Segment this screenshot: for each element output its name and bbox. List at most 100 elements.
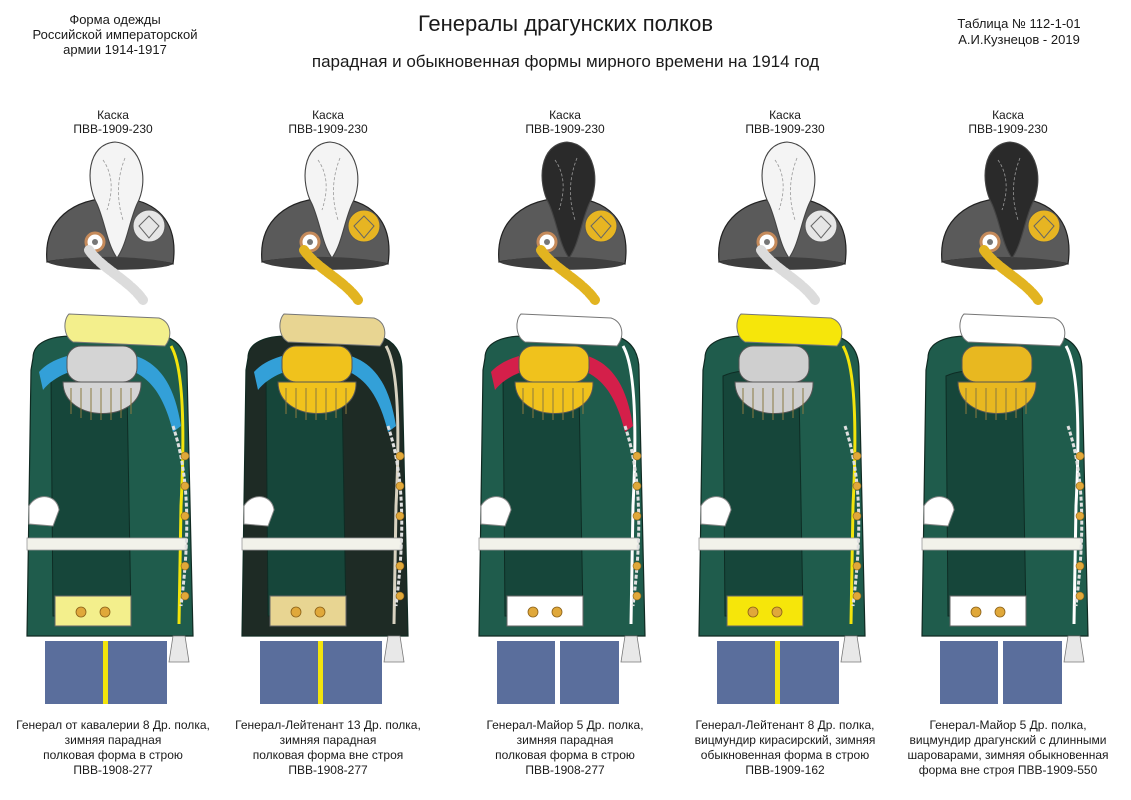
helmet-rim <box>47 256 173 270</box>
helmet-label-line: ПВВ-1909-230 <box>288 122 368 136</box>
cockade-center <box>307 239 313 245</box>
tunic-button-icon <box>1075 561 1085 571</box>
chin-scales <box>536 245 600 305</box>
helmet-label-line: ПВВ-1909-230 <box>968 122 1048 136</box>
figure-caption-line: полковая форма в строю <box>495 748 635 762</box>
trouser-stripe <box>318 641 323 704</box>
corner-right-note: Таблица № 112-1-01 А.И.Кузнецов - 2019 <box>929 16 1109 48</box>
cuff-button-icon <box>290 606 302 618</box>
helmet-illustration <box>261 141 390 305</box>
epaulette-fringe <box>62 381 142 414</box>
helmet-label-line: Каска <box>549 108 581 122</box>
tunic-button-icon <box>180 481 190 491</box>
cuff-button-icon <box>994 606 1006 618</box>
eagle-emblem-icon <box>590 215 612 239</box>
epaulette-fringe <box>957 381 1037 414</box>
eagle-badge-icon <box>584 209 618 243</box>
helmet-label-line: ПВВ-1909-230 <box>525 122 605 136</box>
cuff-button-icon <box>747 606 759 618</box>
sword-tassel <box>168 635 190 663</box>
chin-scales <box>756 245 820 305</box>
tunic-button-icon <box>1075 481 1085 491</box>
cuff-button-icon <box>314 606 326 618</box>
sleeve-cuff <box>506 595 584 627</box>
helmet-rim <box>719 256 845 270</box>
white-glove <box>480 496 512 527</box>
cuff-button-icon <box>771 606 783 618</box>
eagle-emblem-icon <box>810 215 832 239</box>
helmet-label-line: Каска <box>992 108 1024 122</box>
trouser-stripe <box>998 641 1003 704</box>
waist-belt <box>698 537 860 551</box>
epaulette <box>961 345 1033 383</box>
figure-caption: Генерал-Лейтенант 13 Др. полка,зимняя па… <box>215 718 441 778</box>
plume-texture <box>317 157 341 221</box>
waist-belt <box>478 537 640 551</box>
front-piping <box>841 345 857 625</box>
epaulette <box>518 345 590 383</box>
sleeve-cuff <box>726 595 804 627</box>
tunic-collar <box>64 313 171 347</box>
front-piping <box>621 345 637 625</box>
helmet-plume <box>984 141 1039 259</box>
figure-caption-line: обыкновенная форма в строю <box>700 748 870 762</box>
aiguillette-cord <box>623 425 641 607</box>
tunic-button-icon <box>1075 451 1085 461</box>
fringe-threads <box>285 388 347 420</box>
tunic-collar <box>959 313 1066 347</box>
figure-caption-line: зимняя парадная <box>64 733 162 747</box>
tunic-button-icon <box>852 511 862 521</box>
white-glove <box>28 496 60 527</box>
aiguillette-cord <box>171 425 189 607</box>
tunic-collar <box>516 313 623 347</box>
cuff-button-icon <box>551 606 563 618</box>
figure-caption-line: полковая форма в строю <box>43 748 183 762</box>
tunic-button-icon <box>1075 511 1085 521</box>
helmet-illustration <box>941 141 1070 305</box>
cuff-button-icon <box>75 606 87 618</box>
helmet-illustration <box>46 141 175 305</box>
corner-right-line: А.И.Кузнецов - 2019 <box>958 32 1080 47</box>
epaulette <box>281 345 353 383</box>
sword-tassel <box>383 635 405 663</box>
chin-scales <box>979 245 1043 305</box>
tunic-button-icon <box>632 591 642 601</box>
tunic-button-icon <box>180 561 190 571</box>
shoulder-sash <box>491 351 633 432</box>
tunic-button-icon <box>1075 591 1085 601</box>
trouser-stripe <box>775 641 780 704</box>
figure-caption-line: ПВВ-1909-162 <box>745 763 825 777</box>
tunic-button-icon <box>395 511 405 521</box>
fringe-threads <box>70 388 132 420</box>
tunic-button-icon <box>632 481 642 491</box>
tunic-illustration <box>26 313 194 704</box>
helmet-plume <box>761 141 816 259</box>
figure-caption-line: Генерал-Майор 5 Др. полка, <box>486 718 644 732</box>
tunic-button-icon <box>852 481 862 491</box>
eagle-emblem-icon <box>138 215 160 239</box>
figure-caption-line: Генерал-Лейтенант 8 Др. полка, <box>695 718 875 732</box>
fringe-threads <box>965 388 1027 420</box>
tunic-button-icon <box>632 451 642 461</box>
figure-caption-line: Генерал-Лейтенант 13 Др. полка, <box>235 718 421 732</box>
tunic-button-icon <box>180 511 190 521</box>
tunic-button-icon <box>852 451 862 461</box>
front-piping <box>1064 345 1080 625</box>
waist-belt <box>26 537 188 551</box>
shoulder-sash <box>254 351 396 432</box>
helmet-plume <box>89 141 144 259</box>
waist-belt <box>241 537 403 551</box>
figure-caption: Генерал-Майор 5 Др. полка,вицмундир драг… <box>895 718 1121 778</box>
corner-left-line: армии 1914-1917 <box>63 42 167 57</box>
cockade-center <box>764 239 770 245</box>
plume-texture <box>102 157 126 221</box>
tunic-button-icon <box>632 511 642 521</box>
cockade-center <box>92 239 98 245</box>
front-piping <box>384 345 400 625</box>
trouser-stripe <box>103 641 108 704</box>
page-subtitle: парадная и обыкновенная формы мирного вр… <box>311 52 820 71</box>
tunic-illustration <box>241 313 409 704</box>
